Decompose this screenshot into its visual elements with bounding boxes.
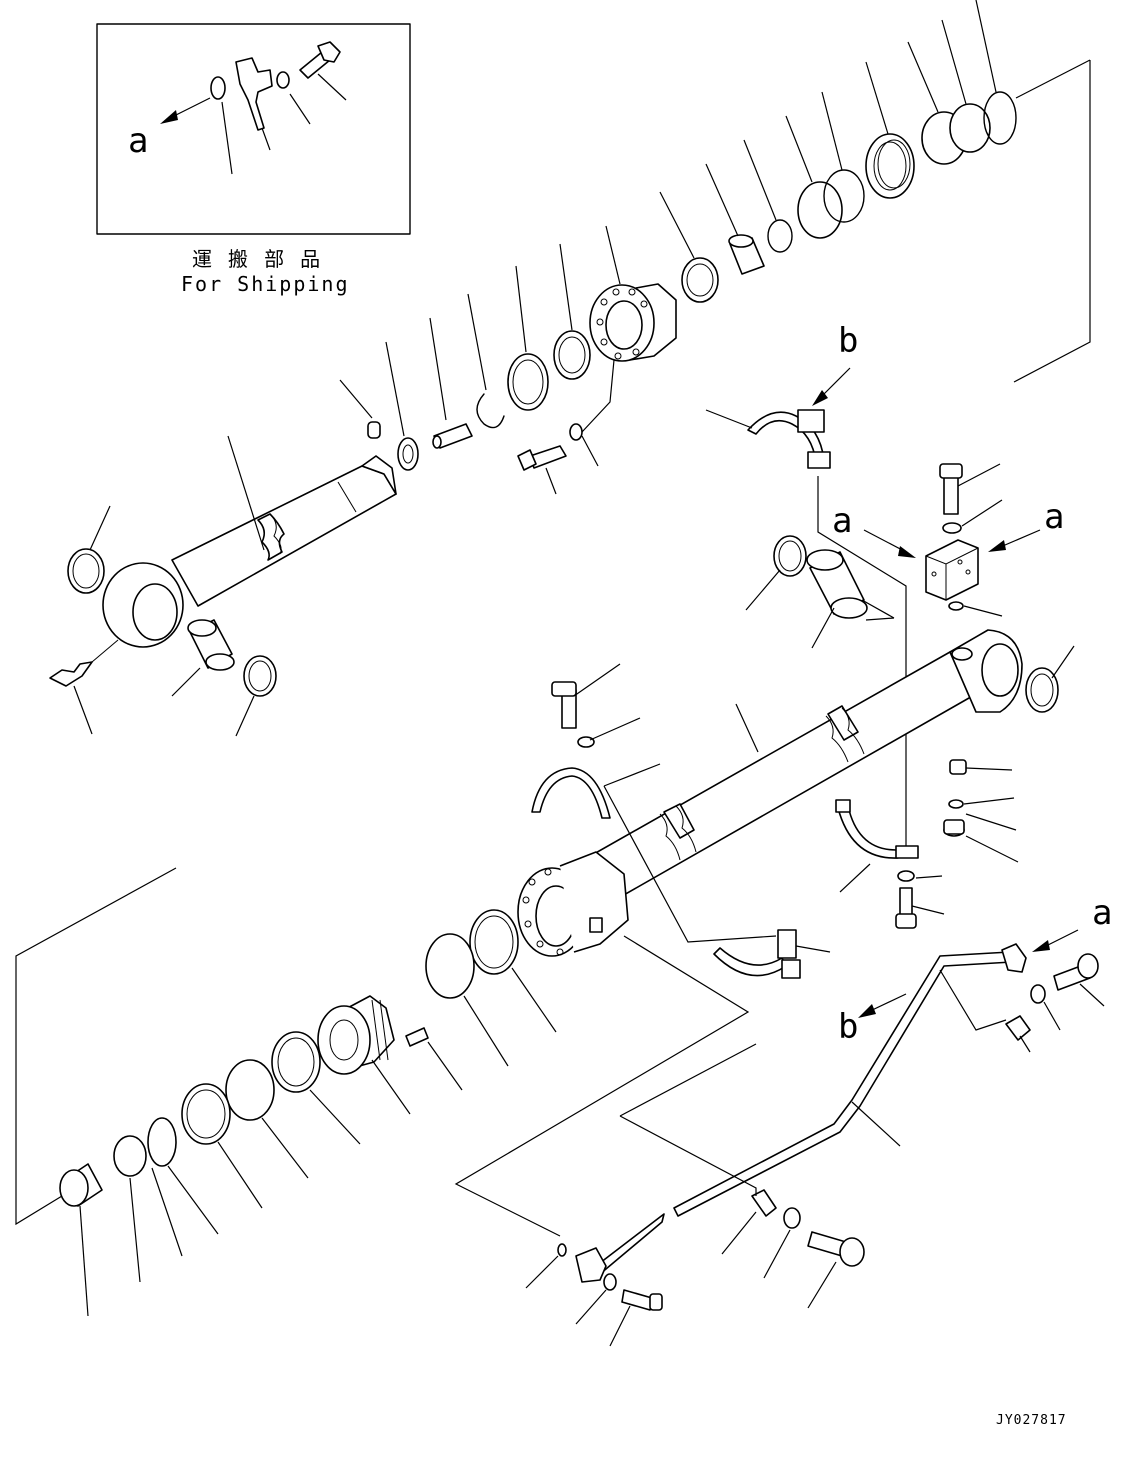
piston-rod <box>102 455 397 648</box>
seal-holder <box>865 133 915 199</box>
shipping-parts-inset: a <box>96 23 411 235</box>
tube-bushing <box>806 549 868 619</box>
pipe-upper-washer <box>1030 984 1046 1004</box>
wear-ring-1 <box>271 1031 321 1093</box>
block-bolt <box>939 463 963 515</box>
cushion-plunger <box>59 1163 103 1207</box>
manifold-block <box>925 539 979 601</box>
rod-packing <box>797 169 865 239</box>
pipe-assembly <box>575 943 1027 1283</box>
snap-ring <box>476 393 505 429</box>
grease-fitting-top <box>367 421 381 439</box>
leader-lines-middle <box>573 569 1075 953</box>
piston-ring-2 <box>553 330 591 380</box>
inset-marker-a: a <box>128 121 148 161</box>
pipe-o-ring <box>557 1243 567 1257</box>
tube-dust-seal-left <box>773 535 807 577</box>
pipe-clamp-washer <box>783 1207 801 1229</box>
pipe-clamp-bolt <box>807 1231 865 1267</box>
seal-ring <box>147 1117 177 1167</box>
hose-clamp-lower-right <box>835 799 919 859</box>
inset-arrow-a <box>160 97 211 124</box>
back-up-ring-large <box>425 933 475 999</box>
block-o-ring <box>948 601 964 611</box>
marker-a-right: a <box>1044 497 1064 537</box>
shipping-caption-jp: 運 搬 部 品 <box>192 247 322 271</box>
block-washer <box>942 522 962 534</box>
arrow-a-right <box>988 529 1041 552</box>
clamp-washer-top <box>577 736 595 748</box>
inset-bolt <box>299 41 341 79</box>
pipe-clamp <box>751 1189 777 1217</box>
clamp-bolt-top <box>551 681 577 729</box>
cylinder-tube <box>517 629 1023 957</box>
piston-seal <box>181 1083 231 1145</box>
pipe-flange-washer <box>603 1273 617 1291</box>
bushing <box>728 234 765 275</box>
port-fittings <box>943 759 967 837</box>
grease-fitting-rod <box>49 639 119 687</box>
retaining-ring <box>983 91 1017 145</box>
arrow-a-pipe <box>1032 929 1079 952</box>
pipe-upper-clamp <box>1005 1015 1031 1041</box>
shipping-caption-en: For Shipping <box>181 272 350 296</box>
head-bolt-washer <box>569 423 583 441</box>
cylinder-head <box>589 283 677 362</box>
drawing-code: JY027817 <box>996 1413 1067 1428</box>
inset-ring <box>210 76 226 100</box>
snap-ring-2 <box>767 219 793 253</box>
marker-b-pipe: b <box>838 1007 858 1047</box>
hose-clamp-middle <box>531 767 611 819</box>
arrow-a-left <box>863 529 916 558</box>
marker-b-upper: b <box>838 321 858 361</box>
marker-a-left: a <box>832 501 852 541</box>
wear-ring-2 <box>225 1059 275 1121</box>
rod-eye-bushing <box>187 619 235 671</box>
rod-eye-dust-seal-right <box>243 655 277 697</box>
pipe-flange-bolt <box>621 1289 663 1311</box>
head-bolt <box>517 445 567 471</box>
arrow-b-pipe <box>858 993 907 1018</box>
lower-clamp-washer <box>897 870 915 882</box>
rod-eye-dust-seal-left <box>67 548 105 594</box>
set-screw <box>432 423 473 449</box>
dust-seal <box>949 103 991 153</box>
inset-clip <box>235 57 273 131</box>
lower-clamp-bolt <box>895 887 917 929</box>
dowel-pin <box>405 1027 429 1047</box>
leader-lines-upper <box>73 0 1091 737</box>
arrow-b-upper <box>812 367 851 406</box>
piston <box>317 995 395 1075</box>
leader-lines-pipe <box>525 969 1105 1347</box>
head-o-ring-large <box>469 909 519 975</box>
hose-clamp-bottom <box>713 929 801 979</box>
hose-clamp-b <box>705 409 831 469</box>
tube-dust-seal-right <box>1025 667 1059 713</box>
buffer-ring <box>681 257 719 303</box>
retaining-ring-lower <box>113 1135 147 1177</box>
leader-lines-lower <box>15 867 750 1317</box>
marker-a-pipe: a <box>1092 893 1112 933</box>
lock-washer <box>397 437 419 471</box>
inset-washer <box>276 71 290 89</box>
pipe-upper-bolt <box>1053 953 1099 991</box>
piston-ring-1 <box>507 353 549 411</box>
